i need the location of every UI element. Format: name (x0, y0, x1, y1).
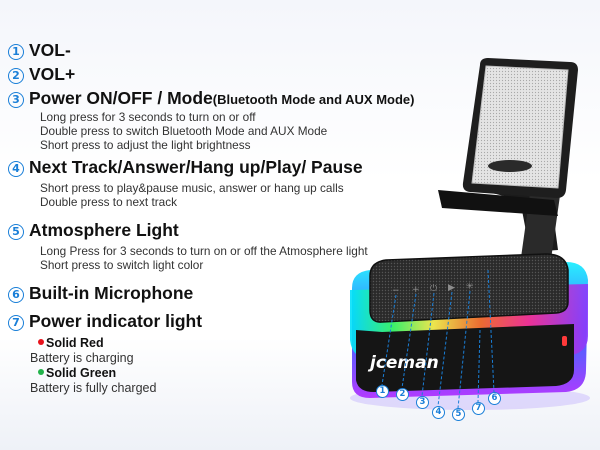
number-badge: 3 (8, 92, 24, 108)
feature-microphone: 6 Built-in Microphone (8, 283, 193, 303)
number-badge: 5 (8, 224, 24, 240)
speaker-front (356, 324, 574, 392)
callout-3: 3 (416, 396, 429, 409)
number-badge: 7 (8, 315, 24, 331)
feature-title: Atmosphere Light (29, 220, 179, 240)
feature-title-note: (Bluetooth Mode and AUX Mode) (212, 92, 415, 107)
light-icon: ✳ (466, 282, 474, 292)
solid-green-text: Solid Green (46, 366, 117, 380)
feature-title: Power ON/OFF / Mode (29, 88, 213, 108)
solid-green-desc: Battery is fully charged (30, 381, 157, 395)
callout-5: 5 (452, 408, 465, 421)
red-dot-icon (38, 339, 44, 345)
callout-lines (381, 269, 495, 409)
feature-next-track: 4 Next Track/Answer/Hang up/Play/ Pause S… (8, 157, 363, 209)
speaker-grille (369, 253, 569, 323)
feature-title: Power indicator light (29, 311, 203, 331)
green-dot-icon (38, 369, 44, 375)
indicator-led (562, 336, 567, 346)
brand-logo: jceman (367, 353, 439, 373)
number-badge: 4 (8, 161, 24, 177)
speaker-product-image: − + ⏻ ▶ ✳ jceman 1 2 3 4 5 7 6 (330, 40, 600, 440)
feature-desc: Double press to next track (40, 195, 178, 209)
number-badge: 1 (8, 44, 24, 60)
number-badge: 2 (8, 68, 24, 84)
feature-desc: Short press to adjust the light brightne… (40, 138, 251, 152)
vol-down-icon: − (392, 286, 400, 296)
control-buttons: − + ⏻ ▶ ✳ (392, 282, 474, 296)
feature-desc: Double press to switch Bluetooth Mode an… (40, 124, 328, 138)
callout-7: 7 (472, 402, 485, 415)
number-badge: 6 (8, 287, 24, 303)
solid-green-label: Solid Green (38, 366, 230, 381)
solid-red-label: Solid Red (38, 336, 230, 351)
holder-lip (438, 190, 558, 216)
feature-vol-down: 1 VOL- (8, 40, 71, 60)
feature-power-mode: 3 Power ON/OFF / Mode(Bluetooth Mode and … (8, 88, 414, 152)
feature-vol-up: 2 VOL+ (8, 64, 75, 84)
power-icon: ⏻ (430, 283, 437, 294)
callout-2: 2 (396, 388, 409, 401)
speaker-illustration: − + ⏻ ▶ ✳ jceman (350, 58, 590, 410)
solid-red-desc: Battery is charging (30, 351, 134, 365)
holder-notch (488, 160, 532, 172)
solid-red-text: Solid Red (46, 336, 104, 350)
feature-title: Next Track/Answer/Hang up/Play/ Pause (29, 157, 363, 177)
callout-6: 6 (488, 392, 501, 405)
feature-title: Built-in Microphone (29, 283, 194, 303)
feature-atmosphere-light: 5 Atmosphere Light Long Press for 3 secon… (8, 220, 368, 272)
callout-1: 1 (376, 385, 389, 398)
feature-title: VOL+ (29, 64, 76, 84)
vol-up-icon: + (412, 285, 420, 295)
power-indicator-legend: Solid Red Battery is charging Solid Gree… (30, 336, 230, 396)
feature-title: VOL- (29, 40, 71, 60)
feature-power-indicator: 7 Power indicator light (8, 311, 202, 331)
feature-desc: Short press to play&pause music, answer … (40, 181, 344, 195)
play-icon: ▶ (448, 283, 455, 293)
phone-pad (471, 65, 569, 189)
feature-desc: Long press for 3 seconds to turn on or o… (40, 110, 256, 124)
feature-desc: Short press to switch light color (40, 258, 204, 272)
callout-4: 4 (432, 406, 445, 419)
feature-desc: Long Press for 3 seconds to turn on or o… (40, 244, 368, 258)
